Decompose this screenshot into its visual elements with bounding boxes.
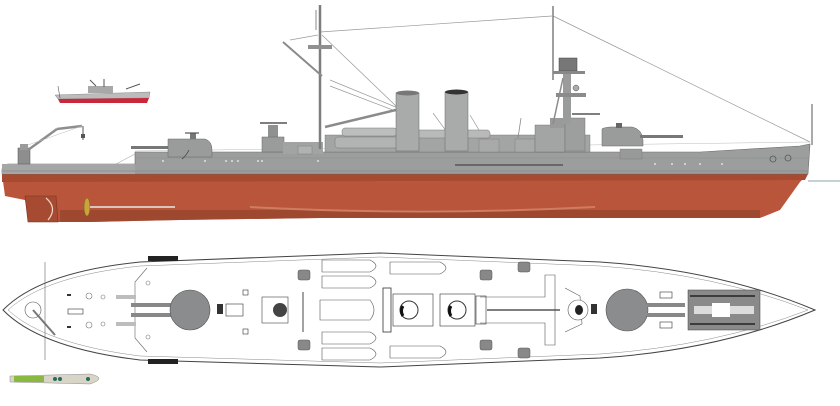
deck-edge-inner	[7, 256, 809, 364]
bridge-plan	[564, 287, 597, 333]
funnel-aft	[395, 92, 420, 152]
launch-plan	[9, 373, 100, 385]
bridge	[517, 6, 600, 153]
funnel-fore	[444, 91, 469, 152]
stern-crane-base	[24, 301, 42, 319]
stern-crane	[17, 124, 85, 165]
aft-director-plan	[261, 292, 304, 332]
hull-bottom-shade	[60, 210, 760, 222]
profile-view	[1, 5, 840, 223]
ladder	[115, 153, 136, 165]
hull-shading	[2, 174, 808, 182]
portholes	[162, 160, 723, 165]
launch-profile	[54, 79, 151, 103]
rudder-highlight	[45, 197, 54, 221]
side-fittings	[148, 256, 178, 364]
aft-turret	[131, 132, 213, 160]
bilge-keel	[249, 206, 596, 213]
stern-crane-jib	[32, 309, 56, 336]
aft-turret-plan	[131, 289, 244, 331]
propeller	[83, 197, 91, 217]
forward-turret	[601, 123, 683, 160]
funnels-plan	[382, 287, 487, 333]
anchor-hawse	[769, 154, 792, 163]
aft-director	[260, 122, 323, 155]
funnels	[395, 89, 469, 152]
secondary-guns-plan	[297, 261, 531, 359]
quarterdeck	[2, 164, 135, 174]
quarterdeck-break	[134, 267, 148, 353]
rigging	[289, 15, 811, 151]
plan-view	[2, 252, 817, 368]
aft-mast	[282, 5, 405, 149]
anchor-gear-plan	[687, 289, 761, 331]
boats-plan	[319, 259, 447, 361]
forward-turret-plan	[605, 288, 685, 332]
